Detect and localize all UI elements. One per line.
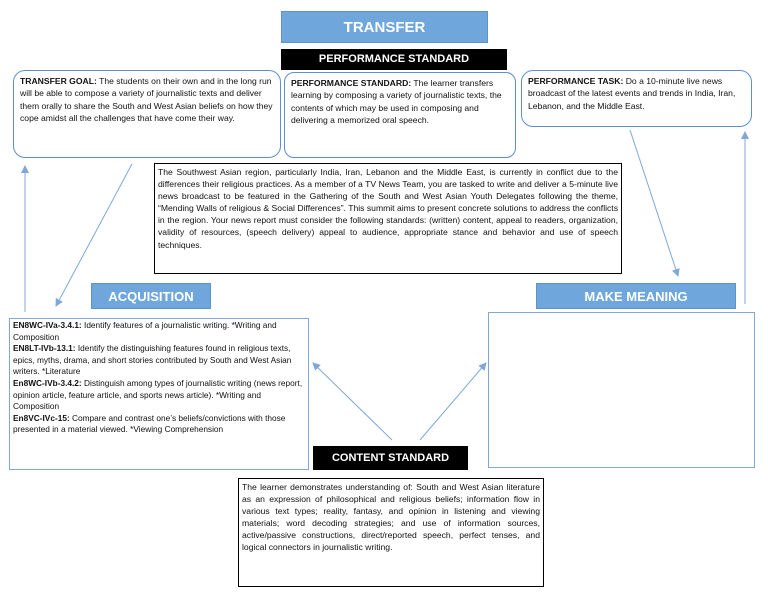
acquisition-item-code: En8VC-IVc-15:: [13, 412, 70, 423]
transfer-goal-text: The students on their own and in the lon…: [20, 76, 273, 124]
arrow-transfer-goal-to-acquisition: [55, 163, 133, 307]
acquisition-item: En8WC-IVb-3.4.2: Distinguish among types…: [13, 378, 305, 413]
transfer-goal-box: TRANSFER GOAL: The students on their own…: [13, 70, 281, 158]
performance-task-box: PERFORMANCE TASK: Do a 10-minute live ne…: [521, 70, 752, 127]
acquisition-item: EN8WC-IVa-3.4.1: Identify features of a …: [13, 320, 305, 343]
performance-standard-text: The learner transfers learning by compos…: [291, 78, 502, 126]
acquisition-item-text: Compare and contrast one’s beliefs/convi…: [13, 412, 286, 435]
transfer-title: TRANSFER: [343, 19, 426, 36]
acquisition-item-code: EN8WC-IVa-3.4.1:: [13, 320, 82, 330]
content-standard-box: The learner demonstrates understanding o…: [238, 478, 544, 587]
make-meaning-title: MAKE MEANING: [584, 289, 688, 304]
make-meaning-box: [488, 312, 755, 468]
acquisition-title: ACQUISITION: [108, 289, 194, 304]
arrow-content-to-acquisition: [312, 362, 393, 441]
acquisition-item: EN8LT-IVb-13.1: Identify the distinguish…: [13, 343, 305, 378]
acquisition-item: En8VC-IVc-15: Compare and contrast one’s…: [13, 413, 305, 436]
performance-standard-box: PERFORMANCE STANDARD: The learner transf…: [284, 72, 516, 158]
acquisition-box: EN8WC-IVa-3.4.1: Identify features of a …: [9, 318, 309, 470]
make-meaning-banner: MAKE MEANING: [536, 283, 736, 309]
acquisition-item-code: En8WC-IVb-3.4.2:: [13, 377, 82, 388]
acquisition-item-text: Distinguish among types of journalistic …: [13, 377, 303, 412]
arrow-content-to-make-meaning: [419, 362, 487, 441]
performance-standard-header: PERFORMANCE STANDARD: [281, 49, 507, 70]
acquisition-item-text: Identify the distinguishing features fou…: [13, 343, 292, 377]
transfer-banner: TRANSFER: [281, 11, 488, 43]
performance-task-label: PERFORMANCE TASK:: [528, 76, 624, 86]
content-standard-header-label: CONTENT STANDARD: [331, 452, 450, 464]
acquisition-banner: ACQUISITION: [91, 283, 211, 309]
acquisition-item-text: Identify features of a journalistic writ…: [13, 320, 277, 342]
arrow-performance-task-to-make-meaning: [629, 129, 680, 277]
performance-task-text: Do a 10-minute live news broadcast of th…: [528, 76, 736, 111]
performance-standard-label: PERFORMANCE STANDARD:: [291, 78, 412, 88]
transfer-goal-label: TRANSFER GOAL:: [20, 76, 97, 86]
scenario-text: The Southwest Asian region, particularly…: [158, 167, 618, 250]
acquisition-item-code: EN8LT-IVb-13.1:: [13, 343, 76, 354]
performance-standard-header-label: PERFORMANCE STANDARD: [318, 53, 470, 65]
content-standard-text: The learner demonstrates understanding o…: [242, 482, 540, 553]
content-standard-header: CONTENT STANDARD: [313, 446, 468, 470]
scenario-box: The Southwest Asian region, particularly…: [154, 163, 622, 274]
